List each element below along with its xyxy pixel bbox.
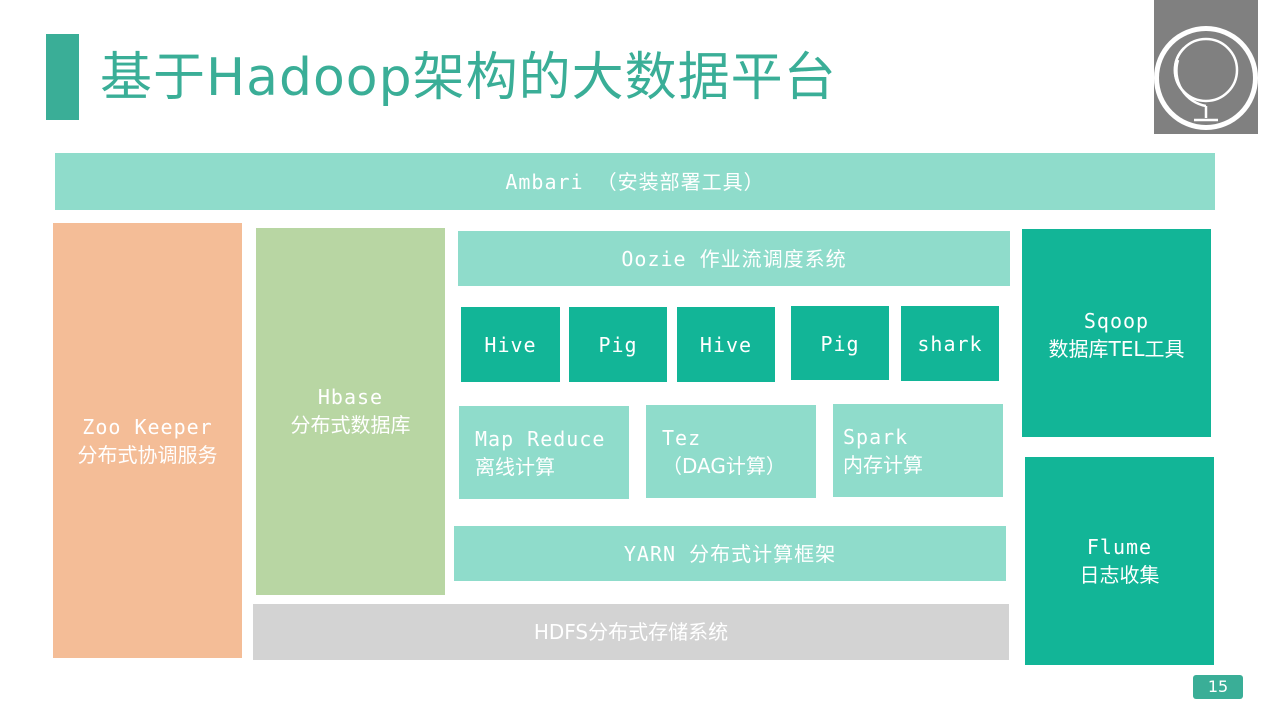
pig-label: Pig [598, 332, 638, 357]
zookeeper-desc: 分布式协调服务 [77, 442, 218, 467]
mapreduce-desc: 离线计算 [475, 454, 555, 479]
pig-block: Pig [569, 307, 667, 382]
spark-desc: 内存计算 [843, 452, 923, 477]
tez-label: Tez [662, 425, 702, 450]
hbase-block: Hbase 分布式数据库 [256, 228, 445, 595]
hive-label: Hive [484, 332, 537, 357]
hive-block: Hive [461, 307, 560, 382]
tez-block: Tez （DAG计算） [646, 405, 816, 498]
ambari-label: Ambari （安装部署工具） [505, 169, 765, 194]
hbase-desc: 分布式数据库 [290, 413, 411, 437]
globe-icon [1154, 0, 1258, 134]
shark-block: shark [901, 306, 999, 381]
sqoop-desc: 数据库TEL工具 [1048, 337, 1185, 361]
ambari-block: Ambari （安装部署工具） [55, 153, 1215, 210]
flume-label: Flume [1086, 535, 1153, 559]
tez-desc: （DAG计算） [662, 453, 786, 478]
yarn-block: YARN 分布式计算框架 [454, 526, 1006, 581]
mapreduce-label: Map Reduce [475, 426, 606, 451]
hbase-label: Hbase [317, 385, 384, 409]
yarn-label: YARN 分布式计算框架 [623, 541, 837, 566]
page-number: 15 [1193, 675, 1243, 699]
sqoop-label: Sqoop [1083, 309, 1150, 333]
zookeeper-block: Zoo Keeper 分布式协调服务 [53, 223, 242, 658]
pig-block-2: Pig [791, 306, 889, 380]
pig-label-2: Pig [820, 332, 860, 356]
spark-block: Spark 内存计算 [833, 404, 1003, 497]
mapreduce-block: Map Reduce 离线计算 [459, 406, 629, 499]
hdfs-block: HDFS分布式存储系统 [253, 604, 1009, 660]
oozie-label: Oozie 作业流调度系统 [621, 246, 847, 271]
slide-title: 基于Hadoop架构的大数据平台 [100, 48, 837, 108]
hive-block-2: Hive [677, 307, 775, 382]
flume-block: Flume 日志收集 [1025, 457, 1214, 665]
title-accent-bar [46, 34, 79, 120]
spark-label: Spark [843, 424, 909, 449]
shark-label: shark [917, 331, 983, 356]
hdfs-label: HDFS分布式存储系统 [533, 620, 729, 644]
hive-label-2: Hive [699, 332, 753, 357]
oozie-block: Oozie 作业流调度系统 [458, 231, 1010, 286]
flume-desc: 日志收集 [1079, 563, 1160, 587]
sqoop-block: Sqoop 数据库TEL工具 [1022, 229, 1211, 437]
zookeeper-label: Zoo Keeper [82, 414, 213, 439]
